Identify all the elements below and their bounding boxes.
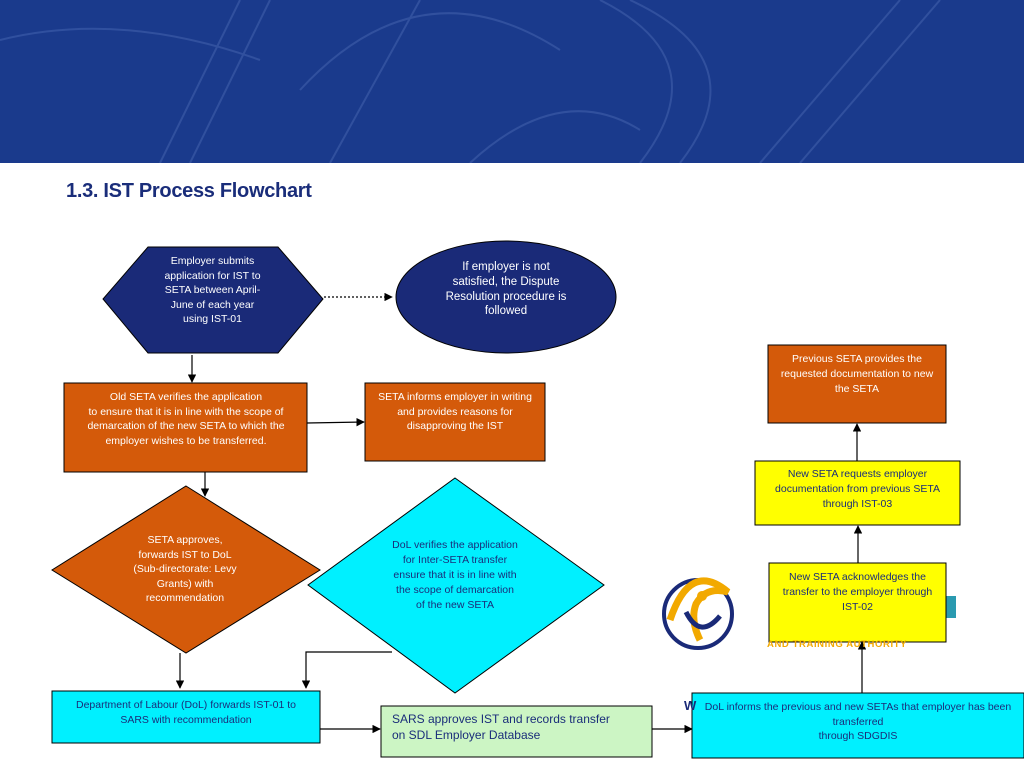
connectors <box>175 292 867 734</box>
arrow-verify-to-inform <box>306 417 365 427</box>
node-seta-approves <box>51 485 321 654</box>
node-sars-approves <box>380 705 653 758</box>
node-prev-seta-provides <box>767 344 947 424</box>
logo-partial-letter: W <box>684 698 697 713</box>
header-banner <box>0 0 1024 163</box>
banner-decoration <box>0 0 941 163</box>
node-new-seta-requests <box>754 460 961 526</box>
text-dol-verifies: DoL verifies the application for Inter-S… <box>392 539 518 611</box>
node-employer-submits <box>102 246 324 354</box>
text-dol-informs: DoL informs the previous and new SETAs t… <box>704 701 1012 742</box>
text-new-seta-requests: New SETA requests employer documentation… <box>775 468 940 510</box>
node-dol-verifies <box>307 477 605 694</box>
node-seta-informs <box>364 382 546 462</box>
text-employer-submits: Employer submits application for IST to … <box>164 255 261 325</box>
text-new-seta-ack: New SETA acknowledges the transfer to th… <box>782 571 933 613</box>
node-dol-forwards <box>51 690 321 744</box>
seta-logo <box>662 577 956 650</box>
node-dol-informs <box>691 692 1024 759</box>
text-dol-forwards: Department of Labour (DoL) forwards IST-… <box>75 699 297 726</box>
node-new-seta-ack <box>768 562 947 643</box>
text-seta-approves: SETA approves, forwards IST to DoL (Sub-… <box>133 534 237 604</box>
arrow-dol-verify-to-forward <box>301 651 392 689</box>
logo-tagline: AND TRAINING AUTHORITY <box>767 639 908 650</box>
text-sars-approves: SARS approves IST and records transfer o… <box>392 712 610 742</box>
text-prev-seta-provides: Previous SETA provides the requested doc… <box>780 353 934 395</box>
node-dispute <box>395 240 617 354</box>
text-old-seta-verifies: Old SETA verifies the application to ens… <box>87 391 285 447</box>
text-seta-informs: SETA informs employer in writing and pro… <box>378 391 532 432</box>
node-old-seta-verifies <box>63 382 308 473</box>
page-title: 1.3. IST Process Flowchart <box>66 180 312 202</box>
text-dispute: If employer is not satisfied, the Disput… <box>445 261 567 318</box>
